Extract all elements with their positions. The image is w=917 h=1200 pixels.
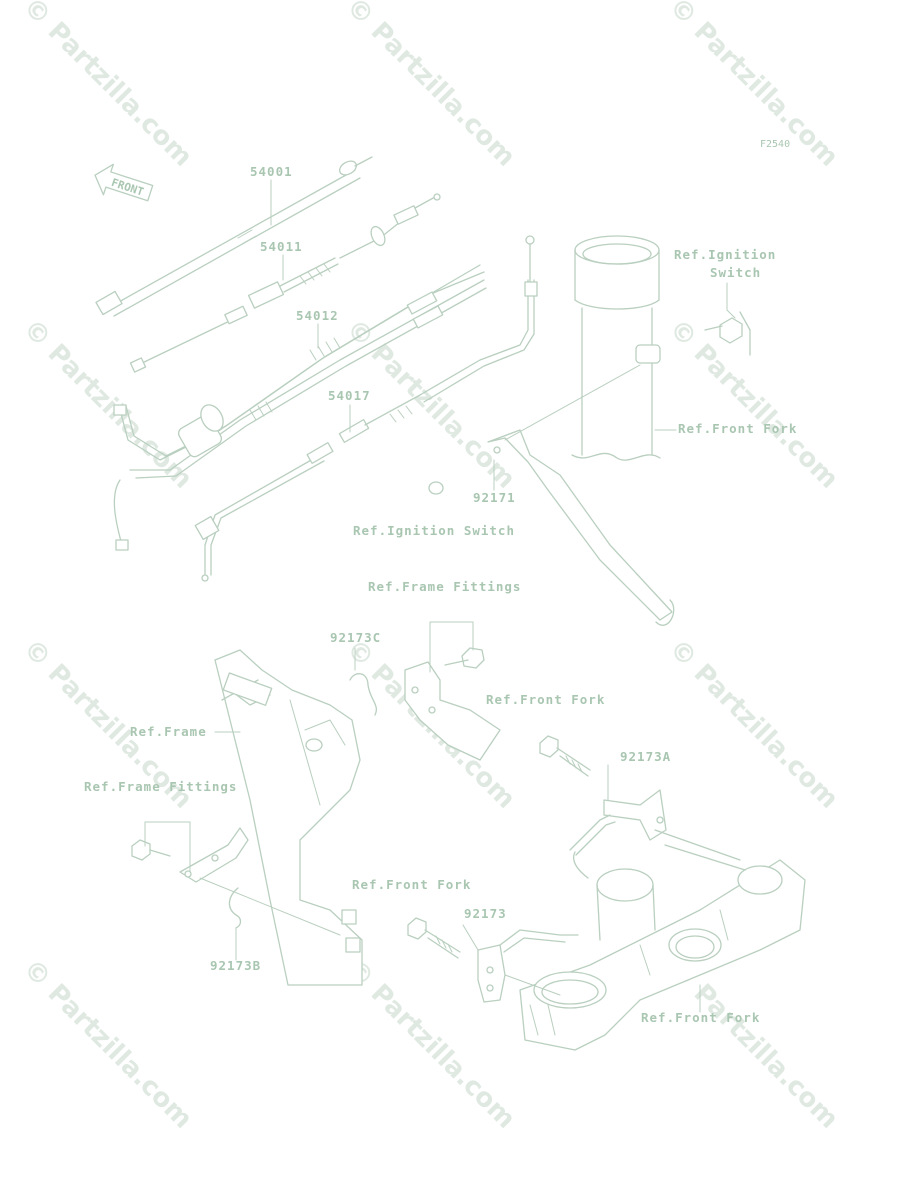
ref-frame-fittings: Ref.Frame Fittings — [368, 579, 521, 594]
leader-lines — [144, 179, 736, 1013]
ref-frame: Ref.Frame — [130, 724, 207, 739]
clip-92173b[interactable] — [228, 887, 242, 929]
watermark: © Partzilla.com — [663, 954, 844, 1135]
bolt-and-bracket-92173a[interactable] — [539, 735, 667, 879]
frame-section — [214, 649, 363, 986]
watermark: © Partzilla.com — [663, 0, 844, 173]
part-label-92173[interactable]: 92173 — [464, 906, 507, 921]
part-label-54012[interactable]: 54012 — [296, 308, 339, 323]
part-label-92173b[interactable]: 92173B — [210, 958, 261, 973]
frame-fittings-bracket-upper[interactable] — [404, 647, 501, 761]
cable-guide-92171[interactable] — [428, 364, 675, 626]
watermark: © Partzilla.com — [663, 634, 844, 815]
ref-ignition-switch-line1: Ref.Ignition — [674, 247, 776, 262]
ref-ignition-switch: Ref.Ignition Switch — [353, 523, 515, 538]
part-label-92173c[interactable]: 92173C — [330, 630, 381, 645]
throttle-cables-54012[interactable] — [113, 264, 487, 551]
diagram-code: F2540 — [760, 139, 790, 150]
part-label-54017[interactable]: 54017 — [328, 388, 371, 403]
ignition-switch-bolt[interactable] — [704, 311, 751, 356]
bolt-and-bracket-92173[interactable] — [407, 917, 579, 1003]
ref-front-fork: Ref.Front Fork — [486, 692, 605, 707]
watermark: © Partzilla.com — [17, 954, 198, 1135]
watermark: © Partzilla.com — [663, 314, 844, 495]
front-fork-tube — [571, 235, 661, 461]
watermark: © Partzilla.com — [17, 314, 198, 495]
part-label-92173a[interactable]: 92173A — [620, 749, 671, 764]
reference-labels: Ref.Ignition Switch Ref.Front Fork Ref.I… — [84, 247, 797, 1025]
part-labels: 54001 54011 54012 54017 92171 92173C 921… — [210, 164, 671, 973]
ref-front-fork: Ref.Front Fork — [352, 877, 471, 892]
part-label-54001[interactable]: 54001 — [250, 164, 293, 179]
watermark: © Partzilla.com — [340, 0, 521, 173]
ref-frame-fittings: Ref.Frame Fittings — [84, 779, 237, 794]
part-label-54011[interactable]: 54011 — [260, 239, 303, 254]
watermark: © Partzilla.com — [17, 0, 198, 173]
speedometer-cable-54001[interactable] — [95, 156, 373, 317]
ref-front-fork: Ref.Front Fork — [641, 1010, 760, 1025]
part-label-92171[interactable]: 92171 — [473, 490, 516, 505]
front-direction-arrow: FRONT — [94, 163, 154, 202]
ref-front-fork: Ref.Front Fork — [678, 421, 797, 436]
tachometer-cable-54011[interactable] — [129, 193, 441, 373]
ref-ignition-switch-line2: Switch — [710, 265, 761, 280]
choke-cable-54017[interactable] — [194, 235, 538, 582]
clip-92173c[interactable] — [349, 673, 377, 716]
lower-triple-clamp — [519, 829, 806, 1051]
